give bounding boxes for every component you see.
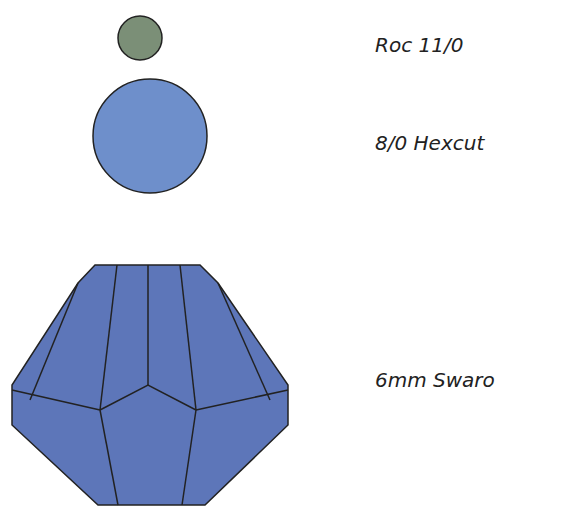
bead-label: Roc 11/0 xyxy=(375,33,463,57)
seed-bead-hexcut xyxy=(93,79,207,193)
seed-bead-small xyxy=(118,16,162,60)
bead-label: 8/0 Hexcut xyxy=(375,131,484,155)
crystal-bead xyxy=(12,265,288,505)
bead-label: 6mm Swaro xyxy=(375,368,495,392)
